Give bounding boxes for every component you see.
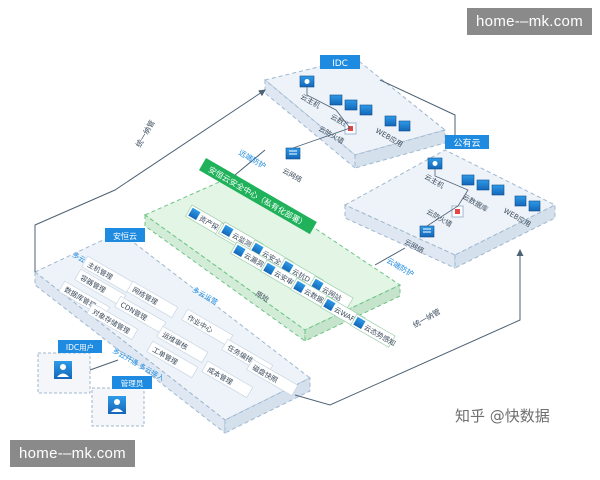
idc-gateway-label: 云网络 (281, 166, 304, 184)
shield-icon (293, 280, 306, 294)
idc-database-devices (329, 94, 373, 116)
shield-icon (221, 224, 234, 238)
admin-to-platform-line (89, 359, 119, 371)
anheng-cloud-title: 安恒云 (113, 231, 137, 241)
idc-web-devices (384, 115, 411, 132)
admin-tab (112, 376, 152, 389)
shield-icon (188, 207, 201, 221)
public-cloud-zone: 公有云 云主机 云数据库 WEB应用 云防火墙 云网络 (343, 135, 557, 269)
security-product-card: 云态势感知 (350, 313, 397, 348)
bottom-right-line (294, 249, 524, 406)
security-center-zone: 安恒云安全中心（私有化部署） 资产探测云日志EDR探测云APT云监测云安全云抗D… (144, 158, 402, 348)
anheng-cloud-zone: 安恒云 多云运维主机管理容器管理网络管理数据库管理CDN管理对象存储管理多云运营… (34, 228, 311, 435)
idc-host-device (299, 75, 315, 88)
cloud-database-devices (461, 174, 505, 196)
idc-zone: IDC 云主机 云数据库 WEB应用 云防火墙 云网络 (263, 55, 447, 184)
watermark-bottom: home-–mk.com (10, 440, 135, 467)
left-management-line (34, 89, 266, 272)
cloud-firewall-device (451, 205, 464, 218)
cloud-web-devices (514, 195, 541, 212)
credit-text: 知乎 @快数据 (455, 407, 550, 425)
idc-user-tab (58, 340, 102, 353)
idc-title: IDC (332, 59, 348, 69)
shield-icon (233, 244, 246, 258)
idc-link-label: 远端防护 (237, 147, 268, 171)
admin-icon (108, 396, 126, 414)
cloud-host-device (427, 157, 443, 170)
idc-user-label: IDC用户 (66, 342, 94, 352)
idc-firewall-device (344, 122, 357, 135)
cloud-protection-line (374, 247, 406, 266)
bottom-right-label: 统一纳管 (411, 306, 442, 330)
idc-user-group: IDC用户 (37, 340, 102, 394)
watermark-top: home-–mk.com (467, 8, 592, 35)
top-right-line (379, 79, 456, 135)
connection-lines (34, 79, 524, 406)
left-vertical-label: 统一纳管 (133, 118, 157, 149)
cloud-internal-lines (426, 169, 469, 227)
idc-gateway-device (285, 147, 301, 160)
public-cloud-title-tab (445, 135, 489, 149)
admin-group: 管理员 (91, 376, 152, 427)
security-center-title-tab (198, 158, 317, 235)
idc-internal-lines (292, 87, 351, 149)
shield-icon (263, 262, 276, 276)
admin-label: 管理员 (121, 378, 144, 388)
shield-icon (323, 298, 336, 312)
shield-icon (353, 316, 366, 330)
cloud-link-label: 云端防护 (385, 255, 416, 279)
idc-title-tab (320, 55, 360, 69)
public-cloud-title: 公有云 (453, 137, 480, 149)
cloud-gateway-device (419, 225, 435, 238)
anheng-cloud-title-tab (105, 228, 145, 242)
idc-protection-line (234, 149, 266, 176)
user-icon (54, 361, 72, 379)
